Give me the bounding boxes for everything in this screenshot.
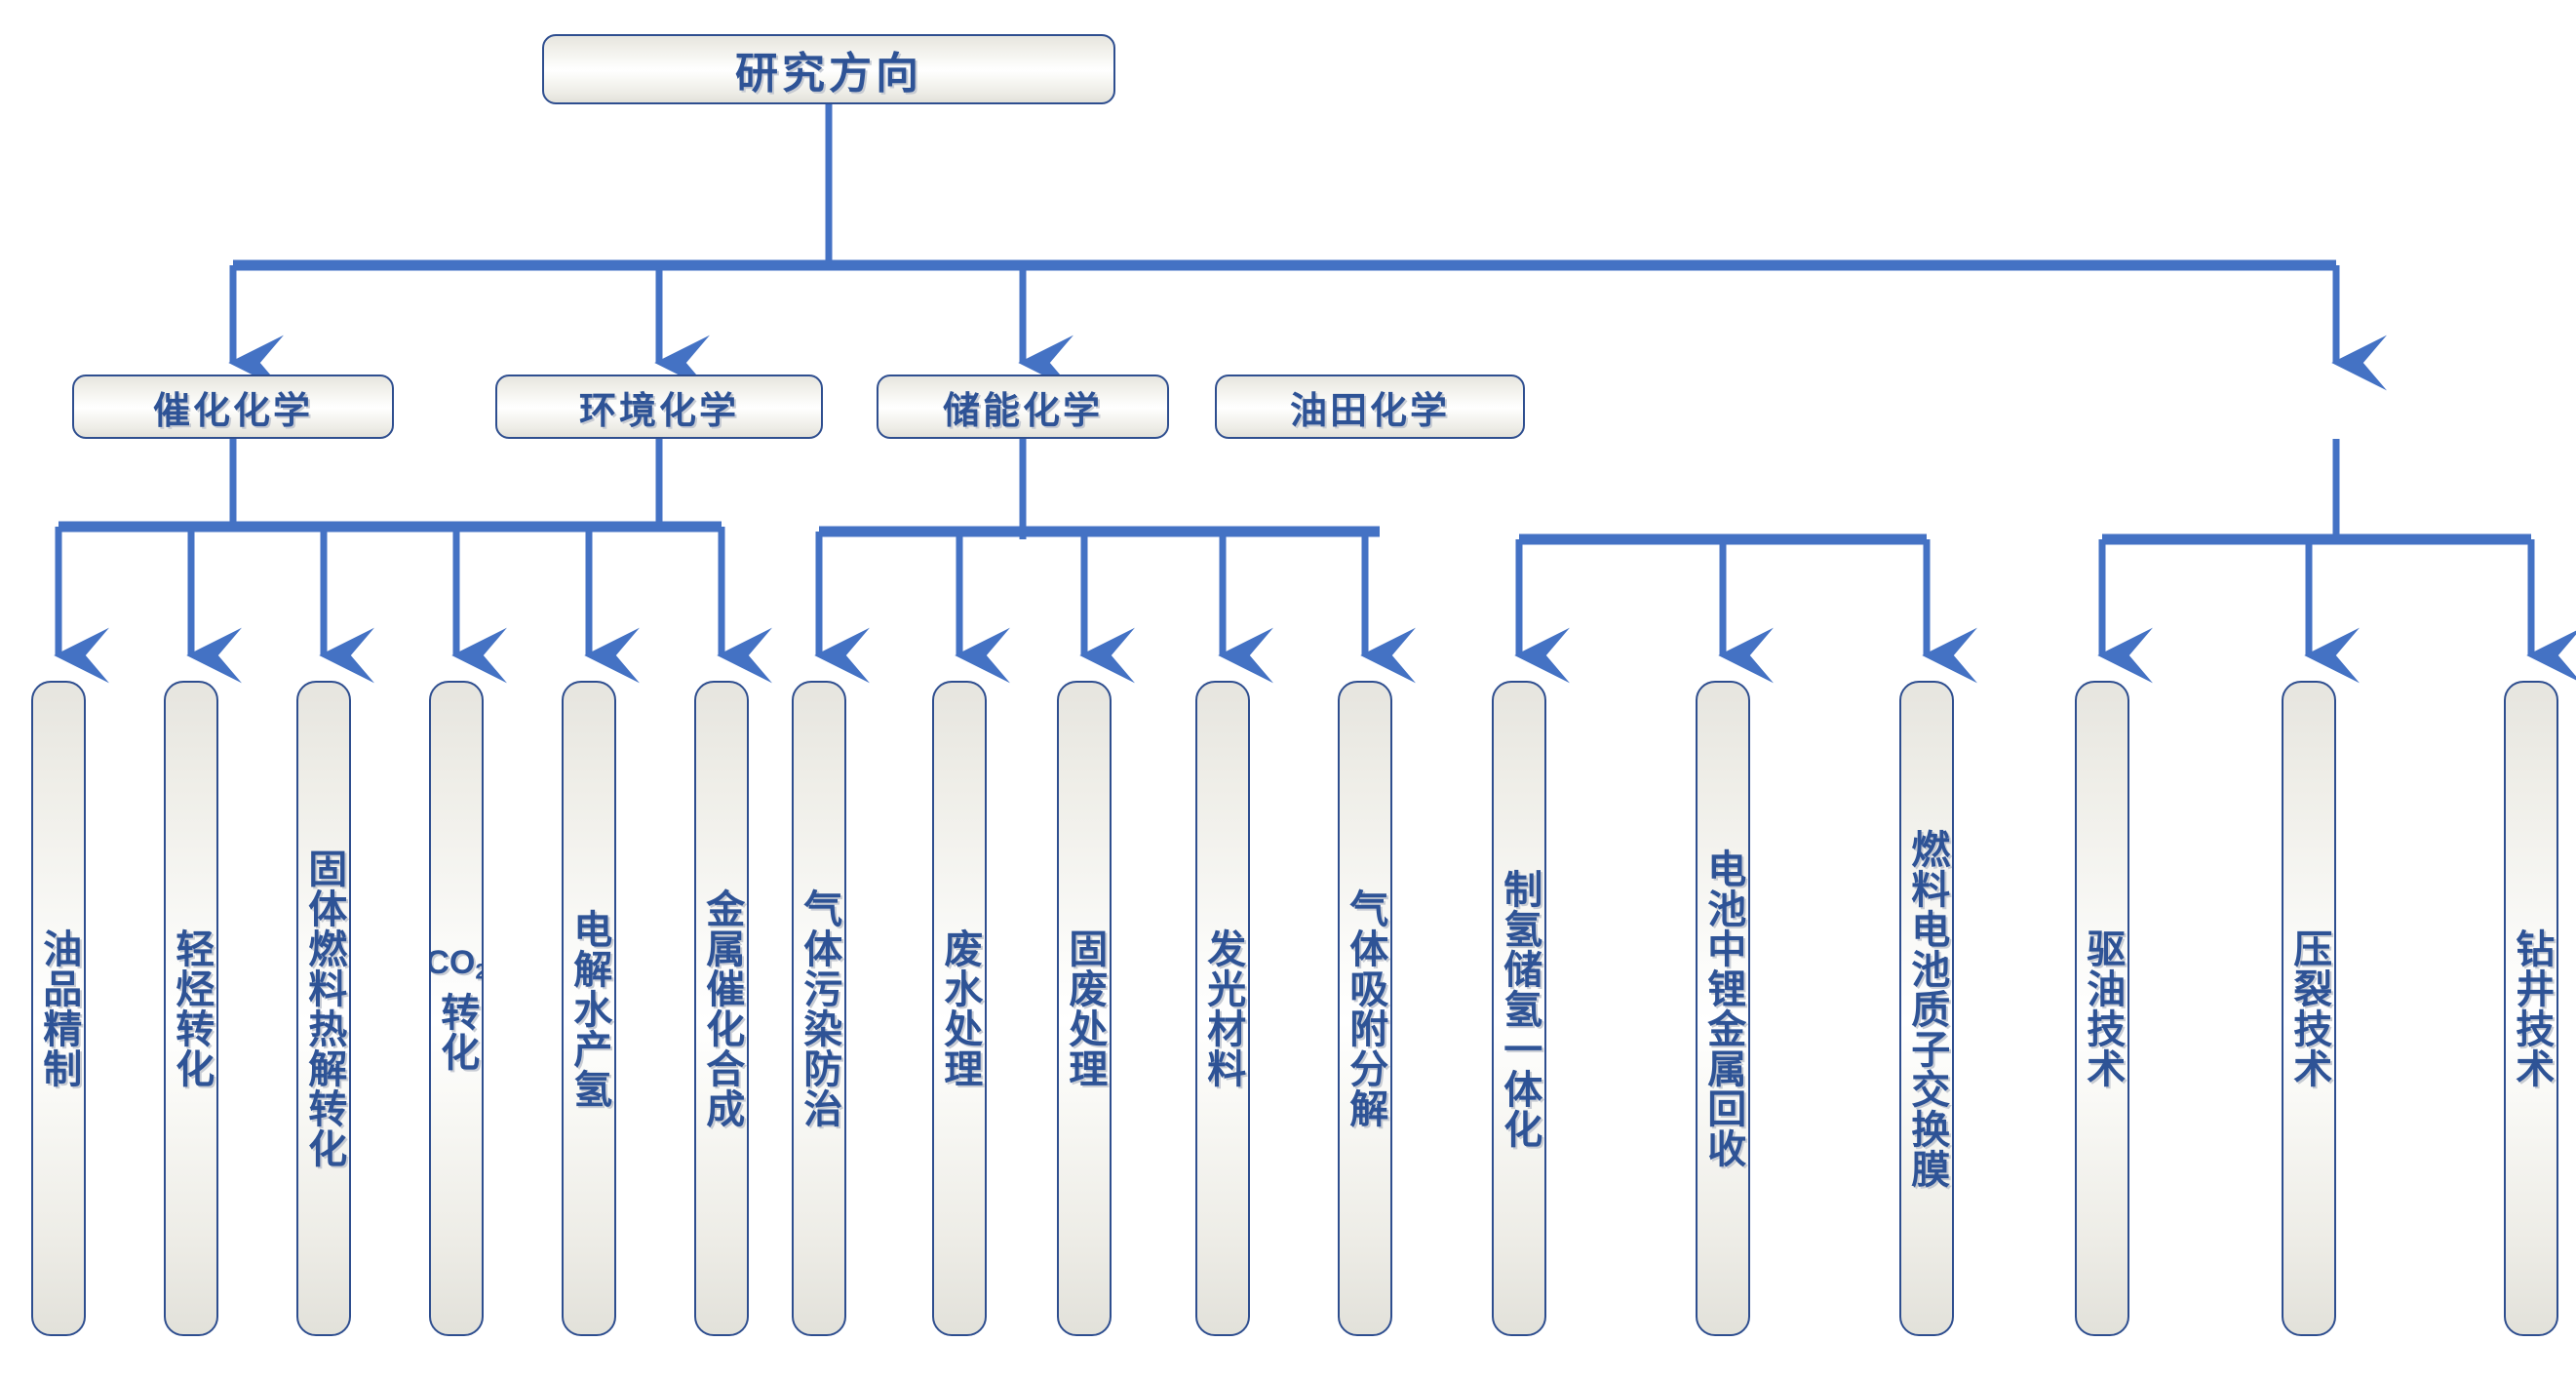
leaf-node[interactable]: 驱油技术 <box>2075 681 2129 1336</box>
leaf-node-label: 电解水产氢 <box>567 908 611 1109</box>
leaf-node-label: 废水处理 <box>938 928 982 1088</box>
category-node-environmental-chemistry[interactable]: 环境化学 <box>495 375 823 439</box>
formula-subscript: 2 <box>475 959 482 983</box>
leaf-node-label: 转化 <box>435 992 479 1073</box>
leaf-node[interactable]: 固废处理 <box>1057 681 1112 1336</box>
leaf-node[interactable]: 固体燃料热解转化 <box>296 681 351 1336</box>
leaf-node-label: 驱油技术 <box>2081 928 2125 1088</box>
leaf-node[interactable]: 电解水产氢 <box>562 681 616 1336</box>
leaf-node-label: 电池中锂金属回收 <box>1701 848 1745 1168</box>
category-node-oilfield-chemistry[interactable]: 油田化学 <box>1215 375 1525 439</box>
leaf-node-label: 固体燃料热解转化 <box>302 848 346 1168</box>
category-node-energy-storage-chemistry[interactable]: 储能化学 <box>877 375 1169 439</box>
root-node[interactable]: 研究方向 <box>542 34 1115 104</box>
leaf-node-label: 油品精制 <box>37 928 81 1088</box>
leaf-node-label: 气体吸附分解 <box>1344 888 1387 1128</box>
leaf-node[interactable]: 油品精制 <box>31 681 86 1336</box>
leaf-node[interactable]: 电池中锂金属回收 <box>1696 681 1750 1336</box>
category-label: 催化化学 <box>152 390 313 432</box>
category-label: 环境化学 <box>578 390 739 432</box>
leaf-node-label: 压裂技术 <box>2287 928 2331 1088</box>
leaf-node[interactable]: 制氢储氢一体化 <box>1492 681 1546 1336</box>
leaf-node[interactable]: 气体污染防治 <box>792 681 846 1336</box>
leaf-node[interactable]: 燃料电池质子交换膜 <box>1899 681 1954 1336</box>
leaf-node-label: 钻井技术 <box>2510 928 2554 1088</box>
leaf-node[interactable]: 金属催化合成 <box>694 681 749 1336</box>
leaf-node-label: 金属催化合成 <box>700 888 744 1128</box>
formula-head: CO <box>429 943 476 981</box>
leaf-node-label: 轻烃转化 <box>170 928 214 1088</box>
leaf-node[interactable]: 气体吸附分解 <box>1338 681 1392 1336</box>
leaf-node[interactable]: 钻井技术 <box>2504 681 2558 1336</box>
leaf-node[interactable]: CO2 转化 <box>429 681 484 1336</box>
root-node-label: 研究方向 <box>735 50 922 98</box>
leaf-node-formula: CO2 <box>429 943 482 983</box>
leaf-node[interactable]: 轻烃转化 <box>164 681 218 1336</box>
leaf-node-label: 固废处理 <box>1063 928 1107 1088</box>
category-label: 油田化学 <box>1289 390 1450 432</box>
leaf-node-label: 燃料电池质子交换膜 <box>1905 828 1949 1189</box>
leaf-node-label: 发光材料 <box>1201 928 1245 1088</box>
leaf-node-label: 制氢储氢一体化 <box>1498 868 1542 1149</box>
category-node-catalytic-chemistry[interactable]: 催化化学 <box>72 375 394 439</box>
leaf-node[interactable]: 废水处理 <box>932 681 987 1336</box>
leaf-node[interactable]: 压裂技术 <box>2282 681 2336 1336</box>
leaf-node-label: 气体污染防治 <box>798 888 841 1128</box>
leaf-node[interactable]: 发光材料 <box>1195 681 1250 1336</box>
category-label: 储能化学 <box>942 390 1103 432</box>
